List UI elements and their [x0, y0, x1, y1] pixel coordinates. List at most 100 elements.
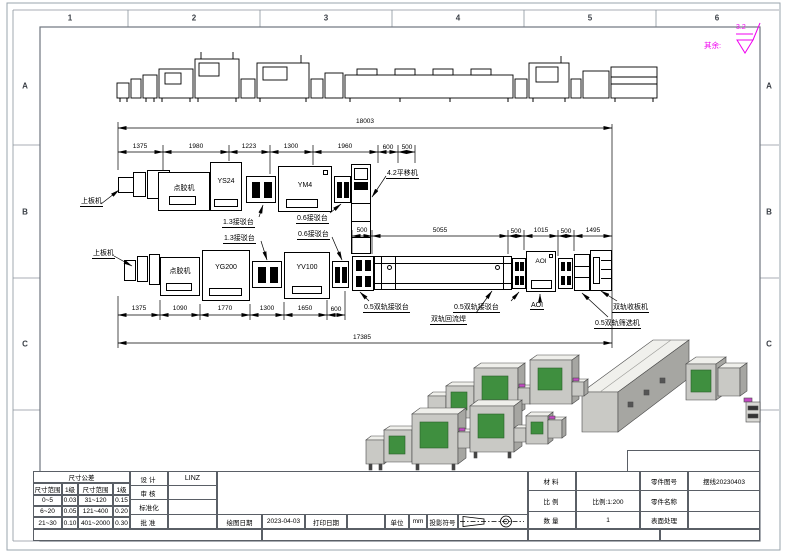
dual-conn-right-box	[558, 258, 573, 289]
detail	[575, 266, 589, 267]
dual-conn-left-box	[352, 256, 374, 291]
tol-cell: 0.30	[113, 517, 130, 529]
detail	[593, 257, 600, 284]
tol-cell: 21~30	[33, 517, 62, 529]
callout-conn13-1: 1.3接驳台	[222, 219, 255, 228]
dispenser-1-label: 点胶机	[173, 185, 195, 192]
callout-conn06-2: 0.6接驳台	[297, 231, 330, 240]
clamp	[356, 276, 362, 287]
detail	[575, 277, 589, 278]
aoi-box-label: AOI	[535, 258, 547, 265]
conn13-2-box	[252, 261, 282, 288]
callout-conn06-1: 0.6接驳台	[296, 215, 329, 224]
dim-mid-2: 5055	[432, 227, 448, 234]
bottom-strip-cell	[262, 529, 528, 541]
detail	[323, 170, 328, 175]
dim-mid-3: 500	[510, 228, 522, 235]
bottom-strip-cell	[528, 529, 660, 541]
clamp	[365, 276, 371, 287]
projection-symbol-cell	[458, 514, 528, 529]
detail	[495, 265, 500, 270]
detail	[214, 199, 238, 207]
clamp	[515, 276, 519, 285]
remark-cell	[627, 450, 760, 472]
shuttle	[354, 168, 368, 180]
material-value	[576, 471, 640, 491]
detail	[286, 199, 318, 208]
machine-sorter	[574, 254, 590, 291]
clamp	[561, 276, 565, 285]
callout-reflow: 双轨回流焊	[430, 316, 467, 325]
dim-top-5: 1960	[337, 143, 353, 150]
dim-mid-5: 500	[560, 228, 572, 235]
callout-conn13-2: 1.3接驳台	[223, 235, 256, 244]
unit-label: 单位	[385, 514, 409, 529]
part-no-label: 零件图号	[640, 471, 688, 491]
dim-top-3: 1223	[241, 143, 257, 150]
print-date-value	[347, 514, 385, 529]
tol-cell: 0.05	[62, 506, 78, 517]
tol-header: 1级	[113, 483, 130, 495]
check-label: 审核	[130, 485, 168, 500]
conn06-2-box	[332, 261, 349, 288]
dim-overall-bottom: 17385	[352, 334, 372, 341]
projection-label: 投影符号	[427, 514, 458, 529]
conn06-1-box	[334, 176, 351, 203]
dim-bot-3: 1770	[217, 305, 233, 312]
detail	[549, 254, 553, 258]
finish-note: 其余:	[704, 41, 722, 50]
zone-row-b-left: B	[22, 207, 28, 217]
standard-label: 标准化	[130, 499, 168, 515]
dispenser-2-label: 点胶机	[169, 268, 191, 275]
clamp	[356, 260, 362, 271]
clamp	[337, 182, 342, 198]
clamp	[561, 262, 565, 271]
qty-value: 1	[576, 511, 640, 529]
zone-row-a-right: A	[766, 81, 772, 91]
zone-row-c-right: C	[766, 339, 772, 349]
dim-top-4: 1300	[283, 143, 299, 150]
draw-date-value: 2023-04-03	[262, 514, 305, 529]
detail	[292, 286, 322, 294]
dim-bot-6: 600	[330, 306, 342, 313]
approve-value	[168, 514, 217, 529]
loader2-part	[137, 256, 148, 282]
clamp	[344, 182, 349, 198]
machine-ym4	[278, 166, 332, 212]
tol-cell: 6~20	[33, 506, 62, 517]
detail	[169, 196, 196, 205]
loader1-part	[133, 172, 146, 197]
approve-label: 批准	[130, 514, 168, 529]
ym4-label: YM4	[297, 182, 313, 189]
detail	[381, 257, 382, 289]
clamp	[252, 182, 260, 198]
clamp	[515, 262, 519, 271]
callout-dual-conn-mid: 0.5双轨接驳台	[453, 304, 500, 313]
bottom-strip-cell	[33, 529, 262, 541]
detail	[209, 288, 242, 296]
rail	[601, 278, 611, 279]
transfer-column	[351, 164, 371, 254]
tol-header: 1级	[62, 483, 78, 495]
tol-cell: 401~2000	[78, 517, 113, 529]
part-name-value	[688, 490, 760, 512]
zone-col-4: 4	[455, 13, 461, 23]
loader1-part	[118, 177, 134, 193]
unit-value: mm	[409, 514, 427, 529]
first-angle-projection-icon	[460, 515, 524, 528]
design-label: 设计	[130, 471, 168, 486]
tol-header: 尺寸范围	[33, 483, 62, 495]
tick	[352, 237, 370, 238]
rail	[601, 269, 611, 270]
dim-top-1: 1375	[132, 143, 148, 150]
clamp	[520, 262, 524, 271]
dim-mid-6: 1495	[585, 227, 601, 234]
callout-collector: 双轨收板机	[612, 304, 649, 313]
loader2-part	[149, 254, 160, 285]
check-value	[168, 485, 217, 500]
callout-dual-conn-left: 0.5双轨接驳台	[363, 304, 410, 313]
dim-bot-4: 1300	[259, 305, 275, 312]
detail	[375, 283, 511, 284]
tol-title: 尺寸公差	[33, 471, 130, 483]
tol-cell: 0~5	[33, 495, 62, 506]
